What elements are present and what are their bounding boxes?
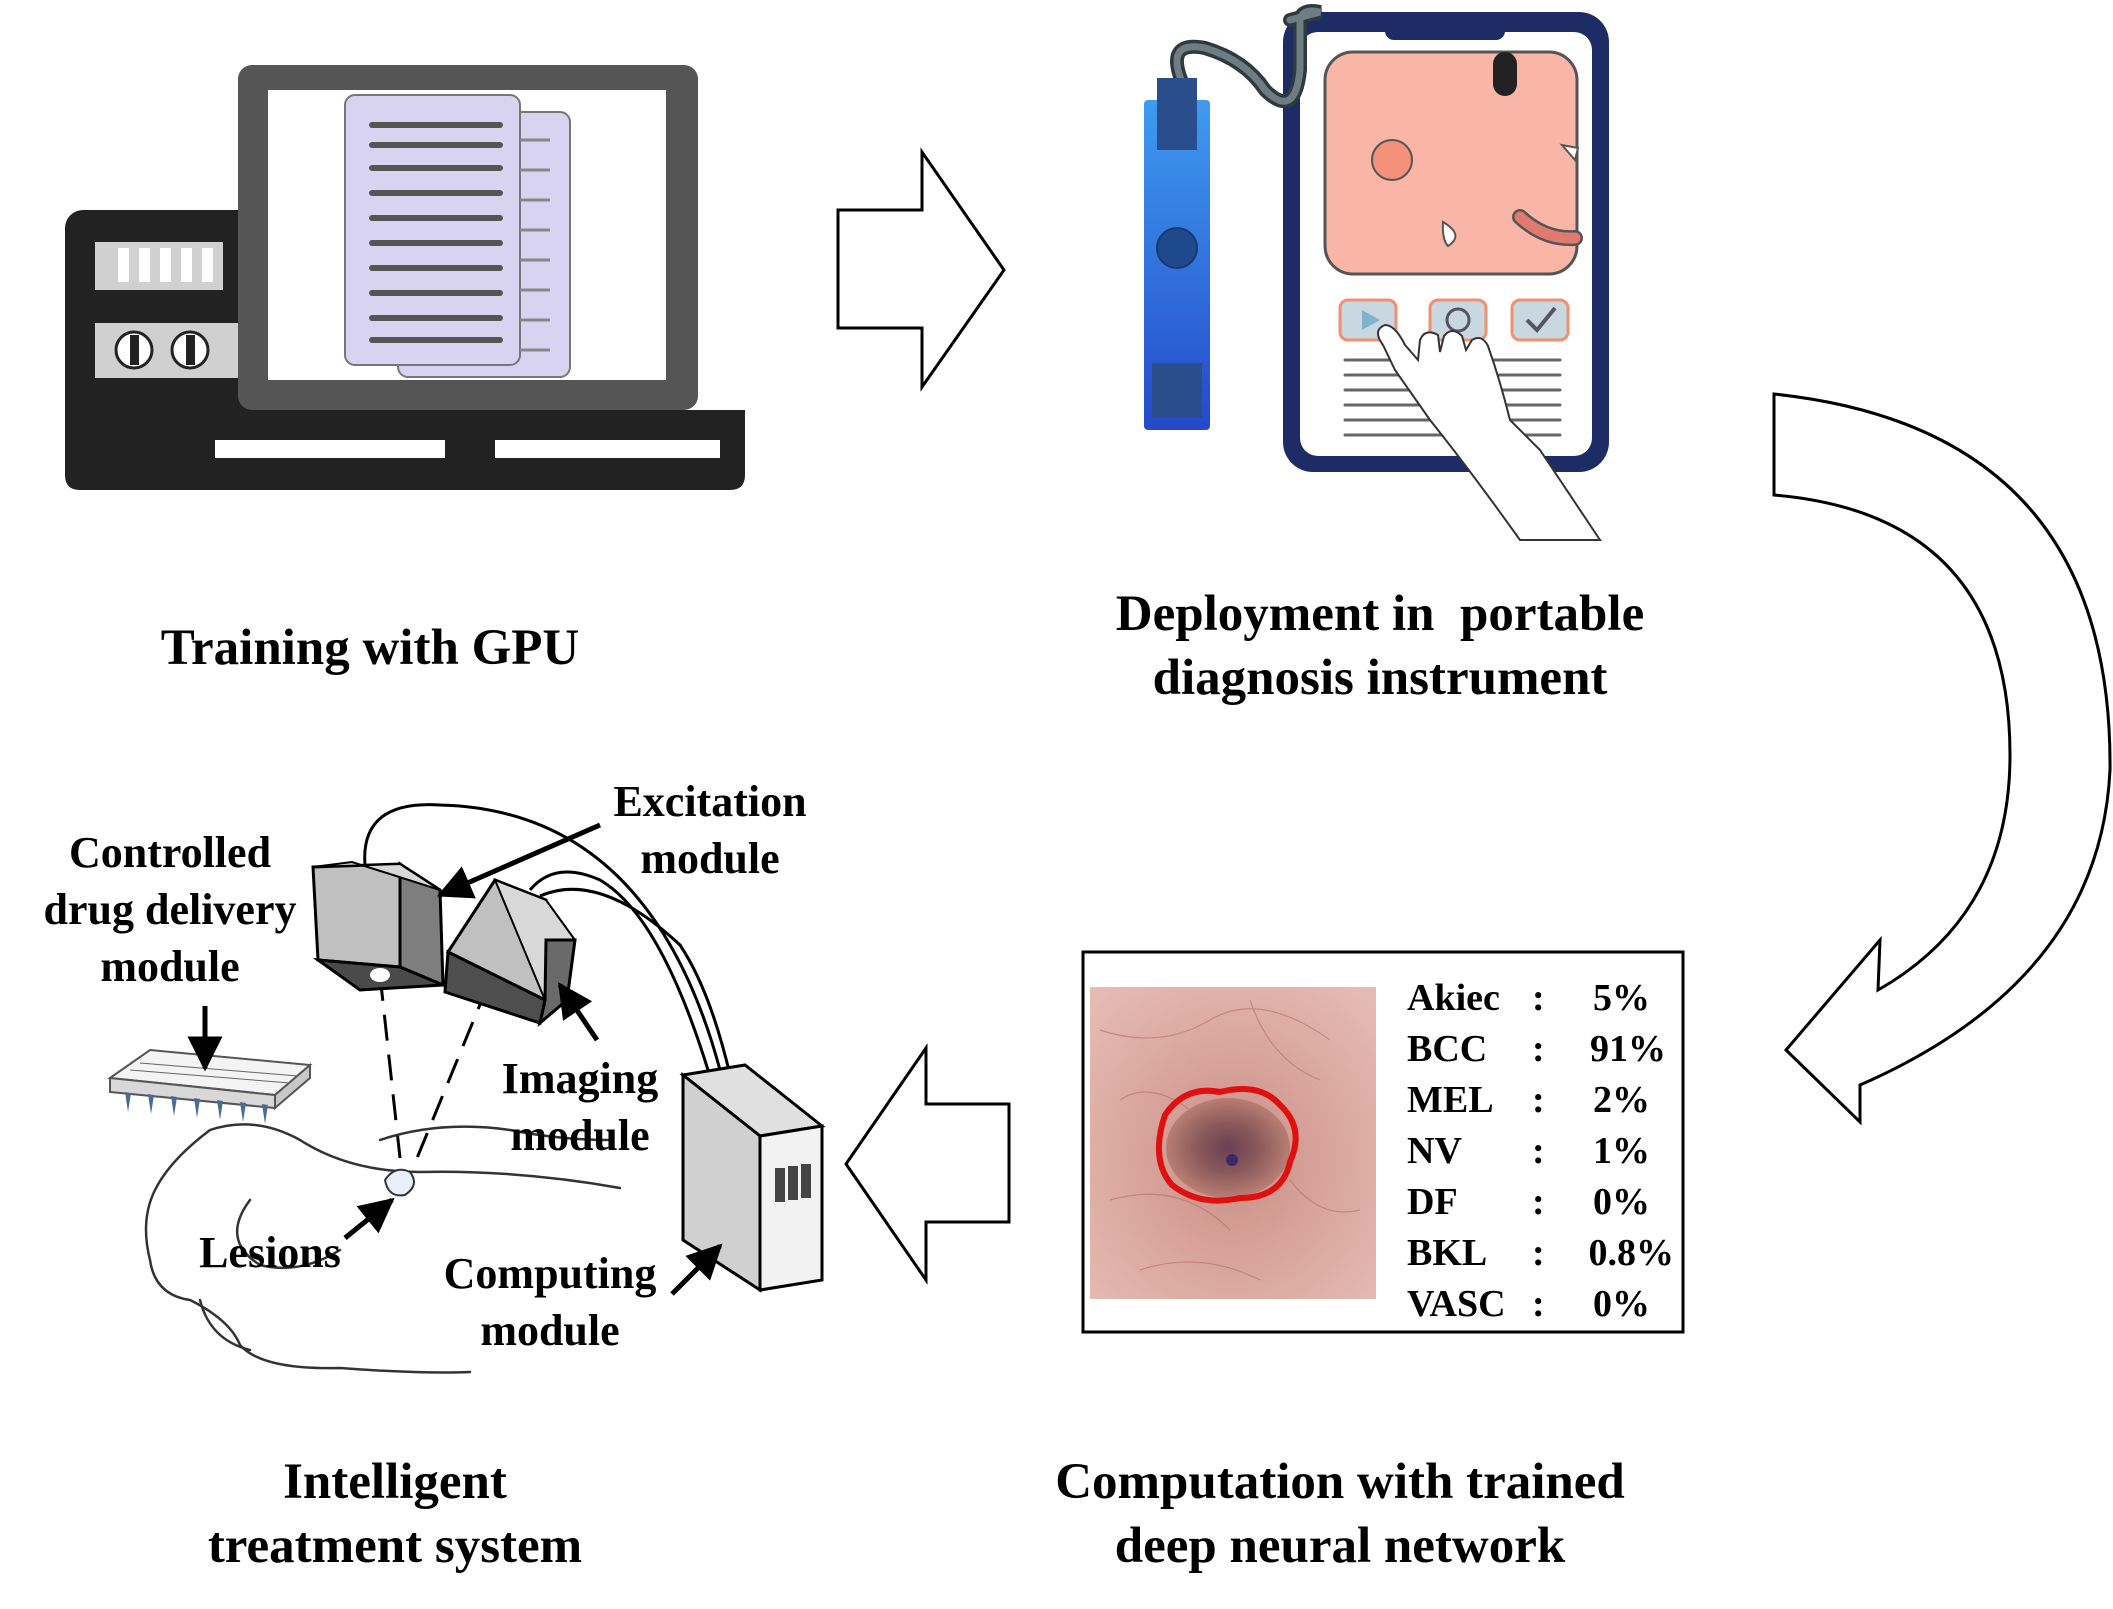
label-computing-line1: Computing bbox=[443, 1249, 657, 1298]
hand-icon bbox=[1377, 323, 1602, 541]
check-icon bbox=[1510, 298, 1570, 342]
lesion-outline bbox=[1155, 1086, 1299, 1204]
result-colon: : bbox=[1532, 1232, 1545, 1274]
caption-deployment-line2: diagnosis instrument bbox=[1152, 650, 1608, 706]
label-computing: Computing module bbox=[420, 1245, 680, 1359]
gpu-workstation-icon bbox=[65, 65, 745, 490]
result-value: 91% bbox=[1590, 1028, 1666, 1070]
pointer-computing bbox=[670, 1243, 723, 1296]
label-drug-delivery: Controlled drug delivery module bbox=[20, 824, 320, 995]
label-drug-line2: drug delivery bbox=[43, 885, 297, 934]
flow-arrow-left bbox=[844, 1043, 1011, 1285]
label-excitation-line1: Excitation bbox=[613, 777, 807, 826]
label-imaging: Imaging module bbox=[470, 1050, 690, 1164]
result-label: BCC bbox=[1407, 1028, 1488, 1070]
label-lesions-text: Lesions bbox=[199, 1228, 341, 1277]
result-value: 0.8% bbox=[1588, 1232, 1675, 1274]
result-colon: : bbox=[1532, 1028, 1545, 1070]
result-colon: : bbox=[1532, 1283, 1545, 1325]
label-drug-line3: module bbox=[100, 942, 240, 991]
result-label: NV bbox=[1407, 1130, 1462, 1172]
refresh-icon bbox=[1428, 298, 1488, 342]
curved-flow-arrow bbox=[1772, 392, 2112, 1126]
result-label: VASC bbox=[1407, 1283, 1506, 1325]
result-colon: : bbox=[1532, 977, 1545, 1019]
caption-training: Training with GPU bbox=[90, 616, 650, 680]
probe-icon bbox=[1144, 4, 1322, 430]
computer-box-icon bbox=[679, 1063, 826, 1293]
caption-treatment: Intelligent treatment system bbox=[150, 1450, 640, 1578]
result-label: Akiec bbox=[1407, 977, 1500, 1019]
result-colon: : bbox=[1532, 1079, 1545, 1121]
label-excitation: Excitation module bbox=[580, 773, 840, 887]
pointer-excitation bbox=[436, 822, 602, 899]
result-value: 5% bbox=[1593, 977, 1650, 1019]
result-colon: : bbox=[1532, 1130, 1545, 1172]
caption-deployment: Deployment in portable diagnosis instrum… bbox=[1060, 582, 1700, 710]
caption-treatment-line1: Intelligent bbox=[283, 1454, 507, 1510]
tablet-icon bbox=[1283, 12, 1609, 472]
caption-treatment-line2: treatment system bbox=[207, 1518, 583, 1574]
result-value: 1% bbox=[1593, 1130, 1650, 1172]
microneedle-patch-icon bbox=[107, 1048, 313, 1124]
dermoscopy-image bbox=[1090, 987, 1376, 1299]
result-label: MEL bbox=[1407, 1079, 1494, 1121]
result-label: DF bbox=[1407, 1181, 1458, 1223]
result-value: 2% bbox=[1593, 1079, 1650, 1121]
label-drug-line1: Controlled bbox=[68, 828, 272, 877]
pointer-lesions bbox=[343, 1197, 395, 1240]
pointer-imaging bbox=[557, 982, 600, 1042]
label-lesions: Lesions bbox=[170, 1224, 370, 1281]
label-imaging-line2: module bbox=[510, 1111, 650, 1160]
imaging-device-icon bbox=[443, 878, 577, 1028]
label-excitation-line2: module bbox=[640, 834, 780, 883]
caption-deployment-line1: Deployment in portable bbox=[1115, 586, 1645, 642]
flow-arrow-right bbox=[836, 147, 1006, 392]
result-label: BKL bbox=[1407, 1232, 1488, 1274]
caption-training-text: Training with GPU bbox=[160, 620, 580, 676]
caption-computation-line1: Computation with trained bbox=[1055, 1454, 1625, 1510]
result-colon: : bbox=[1532, 1181, 1545, 1223]
result-value: 0% bbox=[1593, 1181, 1650, 1223]
label-computing-line2: module bbox=[480, 1306, 620, 1355]
drug-delivery-device-icon bbox=[311, 860, 445, 992]
lesion-spot bbox=[383, 1168, 415, 1197]
caption-computation-line2: deep neural network bbox=[1114, 1518, 1566, 1574]
caption-computation: Computation with trained deep neural net… bbox=[1000, 1450, 1680, 1578]
result-value: 0% bbox=[1593, 1283, 1650, 1325]
label-imaging-line1: Imaging bbox=[501, 1054, 659, 1103]
